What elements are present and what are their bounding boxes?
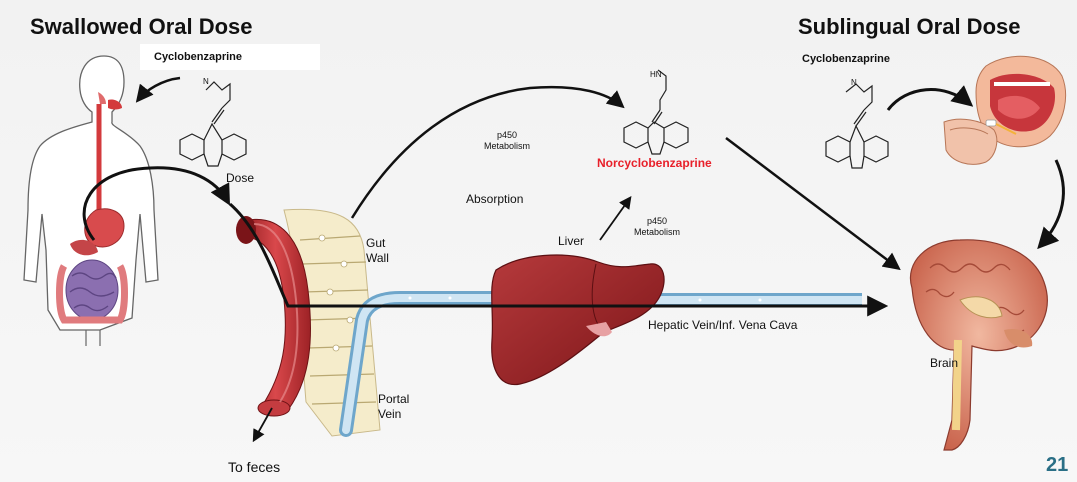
absorption-label: Absorption	[466, 192, 523, 206]
nh-atom: HN	[650, 70, 662, 79]
gut-wall-line1: Gut	[366, 236, 389, 251]
to-feces-label: To feces	[228, 459, 280, 475]
cyclobenzaprine-right-label: Cyclobenzaprine	[802, 53, 890, 65]
p450-upper-line1: p450	[484, 130, 530, 141]
n-atom-right: N	[851, 78, 857, 87]
molecule-icon	[624, 70, 688, 154]
brain-icon	[910, 240, 1047, 450]
arrow-nor-to-brain	[726, 138, 898, 268]
arrow-drug-to-mouth	[888, 90, 970, 110]
norcyclobenzaprine-label: Norcyclobenzaprine	[597, 156, 712, 170]
p450-lower-line2: Metabolism	[634, 227, 680, 238]
brain-label: Brain	[930, 356, 958, 370]
portal-vein-line1: Portal	[378, 392, 409, 407]
molecule-icon	[180, 82, 246, 166]
liver-icon	[492, 255, 664, 385]
title-swallowed: Swallowed Oral Dose	[30, 14, 253, 40]
arrow-mouth-to-brain	[1040, 160, 1063, 246]
arrow-dose-to-mouth	[138, 78, 180, 100]
page-number: 21	[1046, 454, 1068, 477]
portal-vein-line2: Vein	[378, 407, 409, 422]
molecule-icon	[826, 84, 888, 168]
dose-label: Dose	[226, 171, 254, 185]
cyclobenzaprine-left-label: Cyclobenzaprine	[154, 51, 242, 63]
n-atom-left: N	[203, 77, 209, 86]
p450-lower-line1: p450	[634, 216, 680, 227]
p450-upper-line2: Metabolism	[484, 141, 530, 152]
gut-wall-line2: Wall	[366, 251, 389, 266]
liver-label: Liver	[558, 234, 584, 248]
hepatic-vein-label: Hepatic Vein/Inf. Vena Cava	[648, 318, 797, 332]
portal-vein-label: Portal Vein	[378, 392, 409, 422]
gut-wall-label: Gut Wall	[366, 236, 389, 266]
p450-upper-label: p450 Metabolism	[484, 130, 530, 152]
arrow-liver-to-nor	[600, 198, 630, 240]
title-sublingual: Sublingual Oral Dose	[798, 14, 1020, 40]
p450-lower-label: p450 Metabolism	[634, 216, 680, 238]
